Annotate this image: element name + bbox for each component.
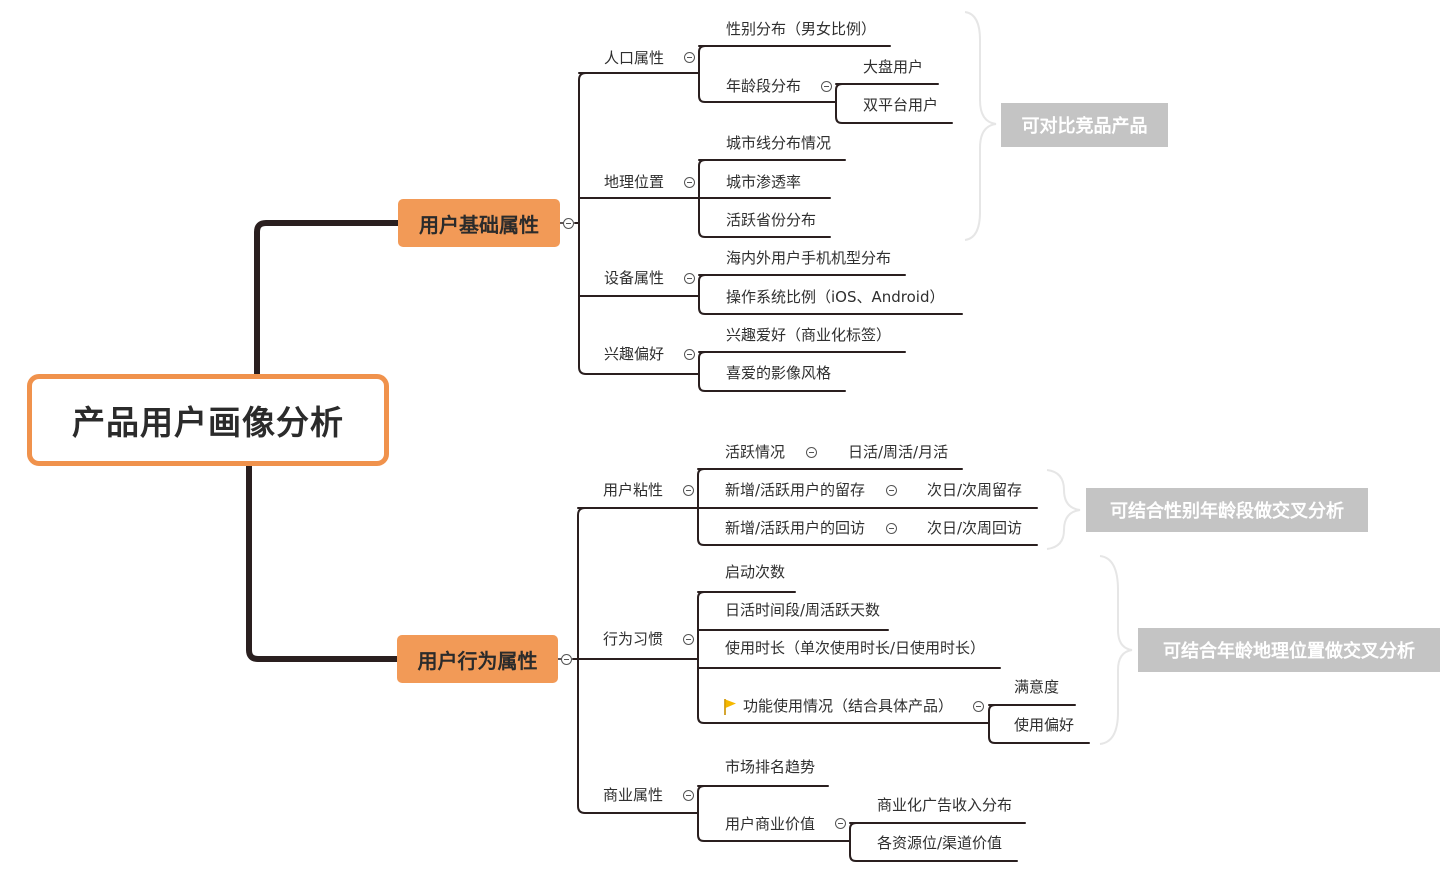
topic-revisit[interactable]: 新增/活跃用户的回访: [725, 519, 866, 537]
topic-population[interactable]: 人口属性: [604, 49, 665, 67]
topic-phone-models[interactable]: 海内外用户手机机型分布: [726, 249, 892, 267]
topic-feature-usage[interactable]: 功能使用情况（结合具体产品）: [743, 697, 954, 715]
topic-interest[interactable]: 兴趣偏好: [604, 345, 665, 363]
summary-note-label: 可结合年龄地理位置做交叉分析: [1163, 641, 1415, 662]
summary-note-competitors[interactable]: 可对比竞品产品: [1001, 103, 1168, 147]
topic-satisfaction[interactable]: 满意度: [1014, 678, 1060, 696]
topic-channel-value[interactable]: 各资源位/渠道价值: [877, 834, 1003, 852]
collapse-icon[interactable]: [973, 701, 984, 712]
topic-age-dual-platform[interactable]: 双平台用户: [863, 96, 939, 114]
root-connector-top: [254, 220, 401, 377]
topic-device[interactable]: 设备属性: [604, 269, 665, 287]
topic-geo[interactable]: 地理位置: [604, 173, 665, 191]
collapse-icon[interactable]: [821, 81, 832, 92]
collapse-icon[interactable]: [806, 447, 817, 458]
topic-commercial-value[interactable]: 用户商业价值: [725, 815, 816, 833]
summary-note-gender-age[interactable]: 可结合性别年龄段做交叉分析: [1086, 488, 1368, 532]
topic-city-tier[interactable]: 城市线分布情况: [726, 134, 832, 152]
topic-hobbies[interactable]: 兴趣爱好（商业化标签）: [726, 326, 892, 344]
collapse-icon[interactable]: [886, 523, 897, 534]
topic-business[interactable]: 商业属性: [603, 786, 664, 804]
topic-city-penetration[interactable]: 城市渗透率: [726, 173, 802, 191]
collapse-icon[interactable]: [683, 790, 694, 801]
branch-user-behavior-attributes[interactable]: 用户行为属性: [397, 635, 558, 683]
topic-image-style[interactable]: 喜爱的影像风格: [726, 364, 832, 382]
topic-launch-count[interactable]: 启动次数: [725, 563, 786, 581]
topic-revisit-period[interactable]: 次日/次周回访: [927, 519, 1023, 537]
topic-market-ranking[interactable]: 市场排名趋势: [725, 758, 816, 776]
root-connector-bottom: [246, 463, 401, 662]
branch-label: 用户行为属性: [417, 648, 538, 673]
collapse-icon[interactable]: [683, 485, 694, 496]
topic-dau-wau-mau[interactable]: 日活/周活/月活: [848, 443, 949, 461]
topic-activity[interactable]: 活跃情况: [725, 443, 786, 461]
summary-brace-2: [1046, 469, 1081, 550]
topic-usage-preference[interactable]: 使用偏好: [1014, 716, 1075, 734]
root-topic-label: 产品用户画像分析: [72, 403, 344, 442]
branch-label: 用户基础属性: [419, 212, 539, 237]
topic-gender[interactable]: 性别分布（男女比例）: [726, 20, 877, 38]
collapse-icon[interactable]: [684, 273, 695, 284]
collapse-icon[interactable]: [561, 654, 572, 665]
collapse-icon[interactable]: [886, 485, 897, 496]
topic-retention-period[interactable]: 次日/次周留存: [927, 481, 1023, 499]
summary-brace-1: [964, 11, 997, 241]
collapse-icon[interactable]: [684, 177, 695, 188]
topic-retention[interactable]: 新增/活跃用户的留存: [725, 481, 866, 499]
topic-habits[interactable]: 行为习惯: [603, 630, 664, 648]
topic-active-provinces[interactable]: 活跃省份分布: [726, 211, 817, 229]
topic-active-time[interactable]: 日活时间段/周活跃天数: [725, 601, 881, 619]
root-topic[interactable]: 产品用户画像分析: [27, 374, 389, 466]
collapse-icon[interactable]: [684, 349, 695, 360]
summary-note-label: 可结合性别年龄段做交叉分析: [1110, 501, 1344, 522]
topic-ad-revenue[interactable]: 商业化广告收入分布: [877, 796, 1013, 814]
topic-usage-duration[interactable]: 使用时长（单次使用时长/日使用时长）: [725, 639, 986, 657]
flag-icon: [724, 699, 736, 715]
collapse-icon[interactable]: [684, 52, 695, 63]
summary-note-age-geo[interactable]: 可结合年龄地理位置做交叉分析: [1138, 628, 1440, 672]
summary-note-label: 可对比竞品产品: [1021, 116, 1148, 137]
topic-os-ratio[interactable]: 操作系统比例（iOS、Android）: [726, 288, 945, 306]
collapse-icon[interactable]: [683, 634, 694, 645]
branch-user-basic-attributes[interactable]: 用户基础属性: [398, 199, 560, 247]
collapse-icon[interactable]: [835, 818, 846, 829]
topic-stickiness[interactable]: 用户粘性: [603, 481, 664, 499]
topic-age-general[interactable]: 大盘用户: [863, 58, 924, 76]
summary-brace-3: [1099, 555, 1133, 745]
collapse-icon[interactable]: [563, 218, 574, 229]
topic-age[interactable]: 年龄段分布: [726, 77, 802, 95]
